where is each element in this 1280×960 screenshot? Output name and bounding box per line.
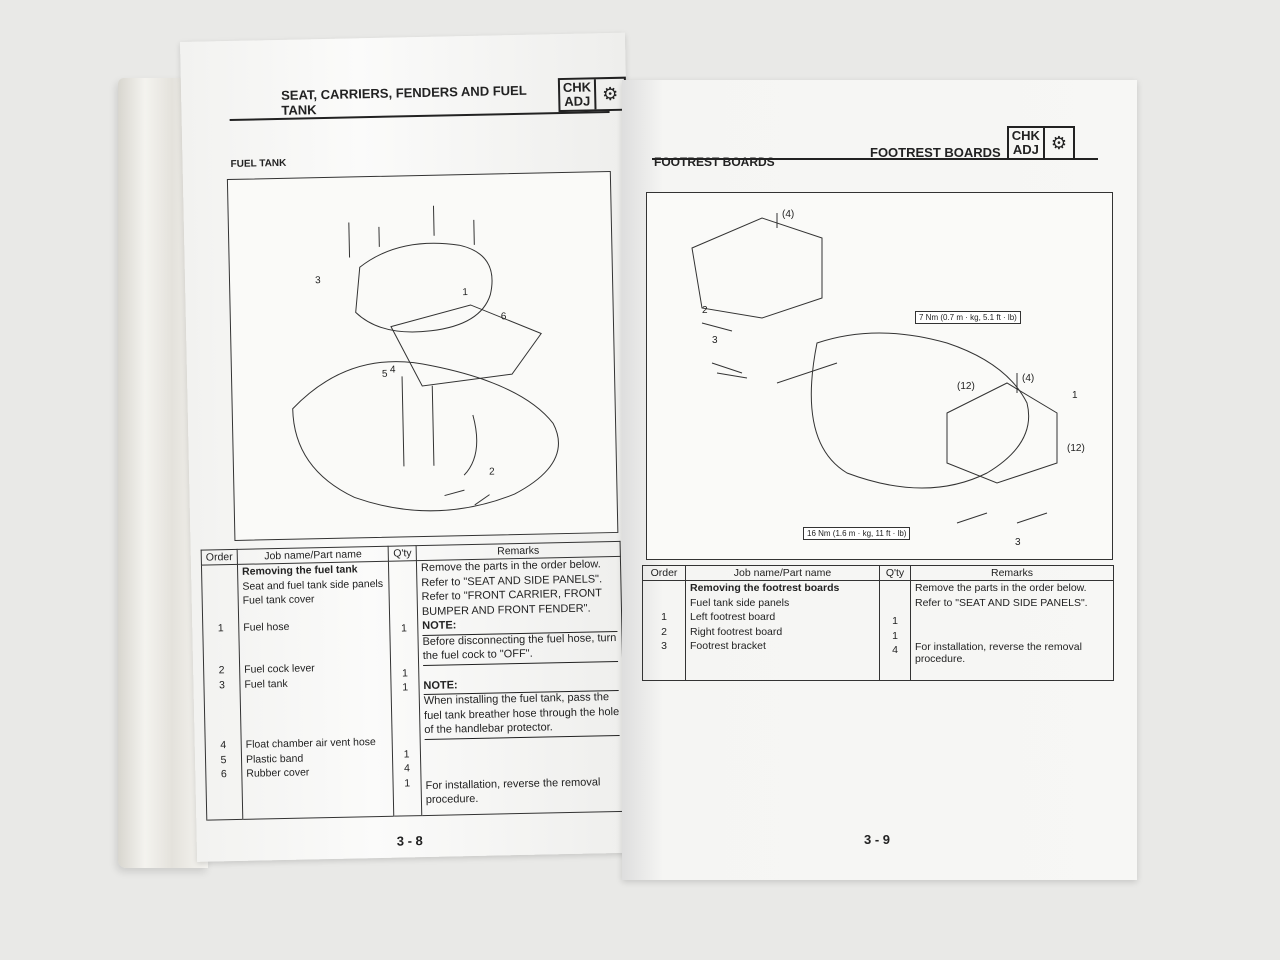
part-name: Right footrest board <box>690 625 783 638</box>
callout-6: 6 <box>501 311 507 322</box>
job-title: Removing the footrest boards <box>690 582 840 594</box>
section-title: FOOTREST BOARDS <box>654 155 775 169</box>
footer-remark: procedure. <box>425 792 479 807</box>
note-text: the fuel cock to "OFF". <box>422 645 619 666</box>
note-text: of the handlebar protector. <box>424 719 620 740</box>
header-title: FOOTREST BOARDS <box>870 145 1001 160</box>
col-part-name: Job name/Part name <box>685 565 880 581</box>
footrest-job-table: Order Job name/Part name Q'ty Remarks 1 … <box>642 565 1114 681</box>
part-name: Fuel tank side panels <box>690 596 790 609</box>
wrench-tools-icon: ⚙ <box>1050 132 1067 153</box>
col-qty: Q'ty <box>879 565 911 581</box>
part-name: Rubber cover <box>246 766 310 780</box>
order-1: 1 <box>217 621 224 634</box>
callout: (4) <box>1022 373 1034 384</box>
qty: 1 <box>401 666 408 679</box>
qty: 1 <box>403 747 410 760</box>
order-4: 4 <box>220 739 227 752</box>
qty: 1 <box>402 681 409 694</box>
qty: 1 <box>400 622 408 635</box>
qty: 1 <box>892 629 898 642</box>
left-page: SEAT, CARRIERS, FENDERS AND FUEL TANK CH… <box>180 32 643 862</box>
callout: (4) <box>782 209 794 220</box>
order-5: 5 <box>220 753 227 766</box>
section-title: FUEL TANK <box>230 157 287 170</box>
callout: (12) <box>1067 443 1085 454</box>
remark: Refer to "SEAT AND SIDE PANELS". <box>915 596 1088 609</box>
fuel-tank-diagram: 3 1 6 5 4 2 <box>226 171 619 541</box>
col-qty: Q'ty <box>388 545 417 562</box>
footer-remark: For installation, reverse the removal <box>915 641 1082 653</box>
torque-spec-16nm: 16 Nm (1.6 m · kg, 11 ft · lb) <box>803 527 911 540</box>
qty: 4 <box>892 644 898 656</box>
badge-chk: CHK <box>1011 128 1040 143</box>
wrench-tools-icon: ⚙ <box>601 83 619 104</box>
part-name: Fuel tank cover <box>242 593 315 607</box>
callout: (12) <box>957 381 975 392</box>
callout-1: 1 <box>462 287 468 298</box>
footer-remark: procedure. <box>915 653 966 665</box>
qty: 1 <box>892 615 898 627</box>
fuel-tank-job-table: Order Job name/Part name Q'ty Remarks 1 … <box>200 540 627 821</box>
header-rule <box>652 158 1098 160</box>
callout-4: 4 <box>390 365 396 376</box>
order-3: 3 <box>218 678 226 691</box>
part-name: Fuel hose <box>243 620 290 634</box>
torque-spec-7nm: 7 Nm (0.7 m · kg, 5.1 ft · lb) <box>915 311 1021 324</box>
callout: 2 <box>702 305 708 316</box>
part-name: Footrest bracket <box>690 640 766 652</box>
col-remarks: Remarks <box>910 565 1114 581</box>
badge-adj: ADJ <box>564 93 591 109</box>
col-order: Order <box>642 565 686 581</box>
part-name: Fuel tank <box>244 677 288 691</box>
callout: 3 <box>1015 537 1021 548</box>
qty: 4 <box>403 762 410 775</box>
page-number: 3 - 9 <box>864 832 891 847</box>
callout: 1 <box>1072 390 1078 401</box>
callout-3: 3 <box>315 275 321 286</box>
order-2: 2 <box>661 625 667 638</box>
order-2: 2 <box>218 664 225 677</box>
order-6: 6 <box>220 768 227 781</box>
callout: 3 <box>712 335 718 346</box>
qty: 1 <box>404 776 411 789</box>
remark: Remove the parts in the order below. <box>915 582 1087 594</box>
col-order: Order <box>201 549 238 566</box>
callout-5: 5 <box>382 369 388 380</box>
order-1: 1 <box>661 611 667 623</box>
page-number: 3 - 8 <box>396 833 423 849</box>
order-3: 3 <box>661 640 667 652</box>
badge-adj: ADJ <box>1012 142 1039 157</box>
footrest-boards-diagram: (4) 2 3 (12) (4) 1 (12) 3 7 Nm (0.7 m · … <box>646 192 1113 560</box>
callout-2: 2 <box>489 466 495 477</box>
part-name: Left footrest board <box>690 611 776 623</box>
